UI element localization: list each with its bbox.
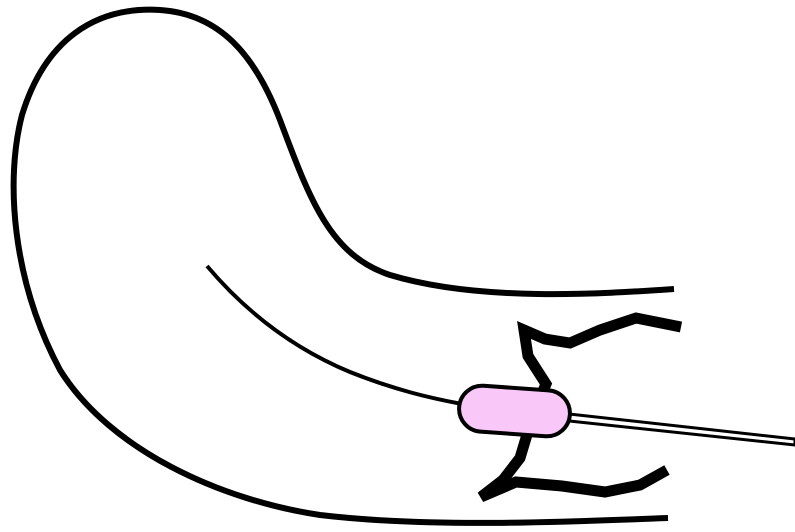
- balloon: [458, 384, 572, 438]
- outer-boundary: [14, 10, 674, 523]
- inner-curve: [207, 266, 462, 404]
- catheter-shaft: [560, 413, 795, 445]
